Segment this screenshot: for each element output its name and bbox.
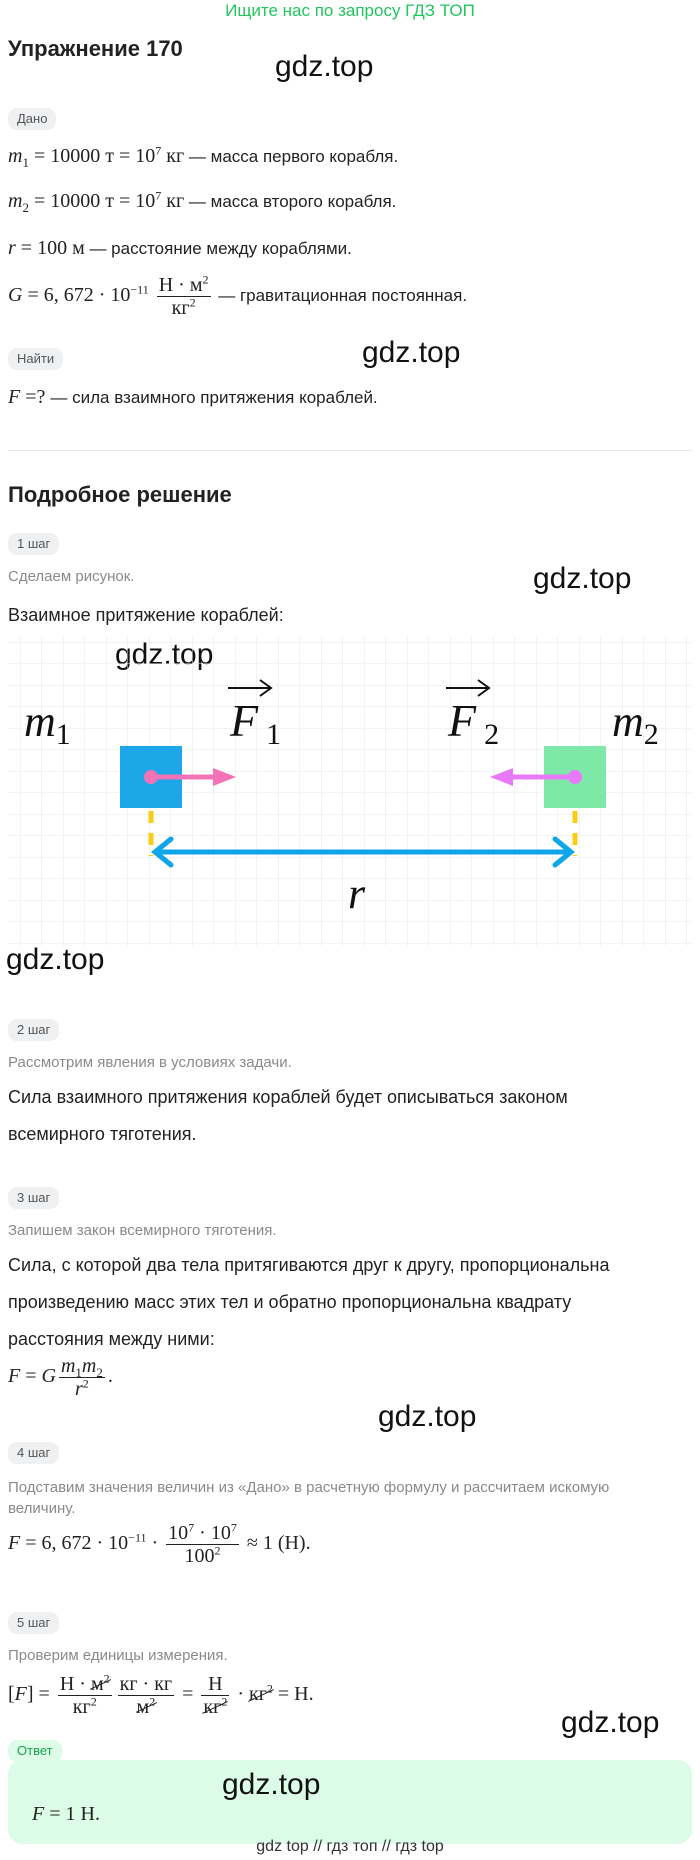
force-1-arrowhead xyxy=(213,768,236,786)
label-m2: m2 xyxy=(612,697,659,751)
ship-2-center xyxy=(568,770,582,784)
step-1-hint: Сделаем рисунок. xyxy=(8,568,135,585)
find-badge: Найти xyxy=(8,348,64,370)
given-r-desc: — расстояние между кораблями. xyxy=(84,239,352,258)
step-4-hint: Подставим значения величин из «Дано» в р… xyxy=(8,1479,610,1517)
ship-1-center xyxy=(144,770,158,784)
answer-value: F = 1 Н. xyxy=(32,1803,100,1825)
answer-badge: Ответ xyxy=(8,1740,62,1762)
step-1-badge: 1 шаг xyxy=(8,533,60,555)
distance-arrow-left-head xyxy=(151,836,174,868)
watermark: gdz.top xyxy=(275,50,374,83)
force-2-arrowhead xyxy=(490,768,513,786)
step-5-hint: Проверим единицы измерения. xyxy=(8,1647,228,1664)
given-m2-desc: — масса второго корабля. xyxy=(184,192,397,211)
step-5-badge: 5 шаг xyxy=(8,1612,60,1634)
given-G-desc: — гравитационная постоянная. xyxy=(213,286,468,306)
step-2-badge: 2 шаг xyxy=(8,1019,60,1041)
step-1-text: Взаимное притяжение кораблей: xyxy=(8,605,284,625)
distance-arrow-right-head xyxy=(552,836,575,868)
watermark: gdz.top xyxy=(533,562,632,595)
step-2-text: Сила взаимного притяжения кораблей будет… xyxy=(8,1087,568,1144)
vector-arrow-F2 xyxy=(446,679,491,697)
page-title: Упражнение 170 xyxy=(8,36,183,61)
step-3-hint: Запишем закон всемирного тяготения. xyxy=(8,1222,277,1239)
watermark: gdz.top xyxy=(561,1706,660,1739)
label-m1: m1 xyxy=(24,697,71,751)
step-4-badge: 4 шаг xyxy=(8,1442,60,1464)
given-m2: m2 = 10000 т = 107 кг — масса второго ко… xyxy=(8,188,397,215)
find-desc: — сила взаимного притяжения кораблей. xyxy=(50,388,378,407)
search-banner[interactable]: Ищите нас по запросу ГДЗ ТОП xyxy=(225,1,475,20)
footer-links[interactable]: gdz top // гдз топ // гдз top xyxy=(256,1838,444,1855)
step-3-text: Сила, с которой два тела притягиваются д… xyxy=(8,1255,610,1349)
answer-box xyxy=(8,1760,692,1844)
given-badge: Дано xyxy=(8,108,57,130)
find-F: F =? — сила взаимного притяжения корабле… xyxy=(8,386,378,408)
given-r: r = 100 м — расстояние между кораблями. xyxy=(8,237,352,259)
watermark: gdz.top xyxy=(222,1768,321,1801)
watermark: gdz.top xyxy=(362,336,461,369)
given-m1-desc: — масса первого корабля. xyxy=(184,147,399,166)
watermark: gdz.top xyxy=(378,1400,477,1433)
watermark: gdz.top xyxy=(6,943,105,976)
given-m1: m1 = 10000 т = 107 кг — масса первого ко… xyxy=(8,143,399,170)
step-2-hint: Рассмотрим явления в условиях задачи. xyxy=(8,1054,292,1071)
vector-arrow-F1 xyxy=(228,679,273,697)
step-3-badge: 3 шаг xyxy=(8,1187,60,1209)
solution-title: Подробное решение xyxy=(8,482,232,507)
label-r: r xyxy=(348,869,366,918)
divider xyxy=(8,450,692,451)
